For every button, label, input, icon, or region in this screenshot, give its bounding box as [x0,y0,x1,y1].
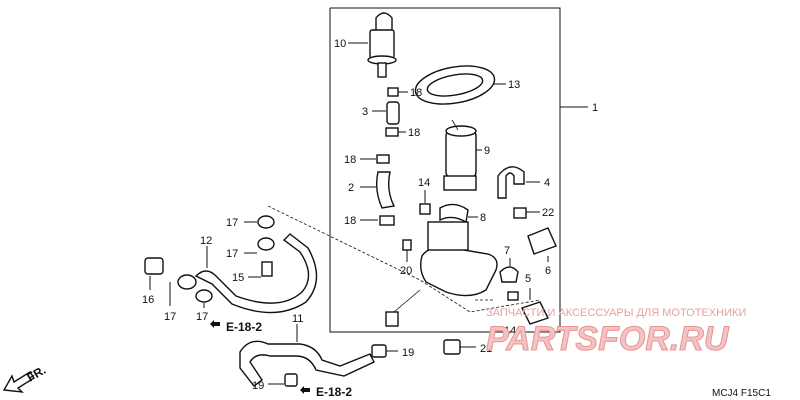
section-reference-a: E-18-2 [226,320,262,334]
clamp-left-part [360,154,390,164]
callout-c22: 22 [542,207,554,219]
watermark-brand: PARTSFOR.RU [486,320,730,358]
callout-c16: 16 [142,294,154,306]
pad-6-part [527,227,557,262]
assembly-frame [329,7,588,333]
callout-c19a: 19 [252,380,264,392]
bracket-5-part [507,288,549,325]
clamp-17d-part [195,289,213,308]
nut-21-part [443,339,476,355]
callout-c20: 20 [400,265,412,277]
return-hose-part [497,166,540,199]
callout-c21: 21 [480,343,492,355]
upper-clamp-part [387,87,408,97]
ref-arrow-a [210,320,220,328]
fuel-hose-12-part [194,233,318,314]
fuel-tube-part [360,171,396,209]
bracket-7-part [499,258,519,283]
callout-c6: 6 [545,265,551,277]
callout-c13: 13 [508,79,520,91]
callout-c19b: 19 [402,347,414,359]
section-reference-b: E-18-2 [316,385,352,399]
callout-c14b: 14 [504,325,516,337]
callout-c15: 15 [232,272,244,284]
cap-16-part [144,257,164,290]
bolt-20-part [402,239,412,262]
callout-c17a: 17 [226,217,238,229]
callout-c17d: 17 [196,311,208,323]
callout-c4: 4 [544,177,550,189]
diagram-code: MCJ4 F15C1 [712,388,771,399]
gasket-part [414,65,506,105]
fuel-hose-11-part [239,324,375,387]
callout-c10: 10 [334,38,346,50]
callout-c1: 1 [592,102,598,114]
callout-c8: 8 [480,212,486,224]
ref-arrow-b [300,386,310,394]
callout-c11: 11 [292,313,303,325]
bolt-15-part [248,261,273,278]
callout-c14a: 14 [418,177,430,189]
middle-clamp-part [385,127,406,137]
nut-22-part [513,207,540,219]
pump-base-part [385,221,498,327]
joint-pipe-part [372,101,400,125]
clamp-17a-part [244,215,275,229]
watermark-tagline: ЗАПЧАСТИ И АКСЕССУАРЫ ДЛЯ МОТОТЕХНИКИ [486,307,746,319]
callout-c18b: 18 [408,127,420,139]
fuel-pump-part [443,119,482,191]
clamp-17b-part [244,237,275,254]
callout-c18a: 18 [410,87,422,99]
callout-c17c: 17 [164,311,176,323]
callout-c5: 5 [525,273,531,285]
clamp-lower-part [360,215,395,226]
fuel-filter-part [348,12,397,78]
callout-c3: 3 [362,106,368,118]
clamp-17c-part [169,274,197,306]
callout-c9: 9 [484,145,490,157]
callout-c7: 7 [504,245,510,257]
front-direction-arrow [2,371,35,393]
sender-unit-part [439,203,478,224]
callout-c18c: 18 [344,154,356,166]
callout-c17b: 17 [226,248,238,260]
callout-c2: 2 [348,182,354,194]
bolt-upper-part [419,190,431,215]
callout-c18d: 18 [344,215,356,227]
callout-c12: 12 [200,235,212,247]
clamp-19b-part [371,344,398,358]
